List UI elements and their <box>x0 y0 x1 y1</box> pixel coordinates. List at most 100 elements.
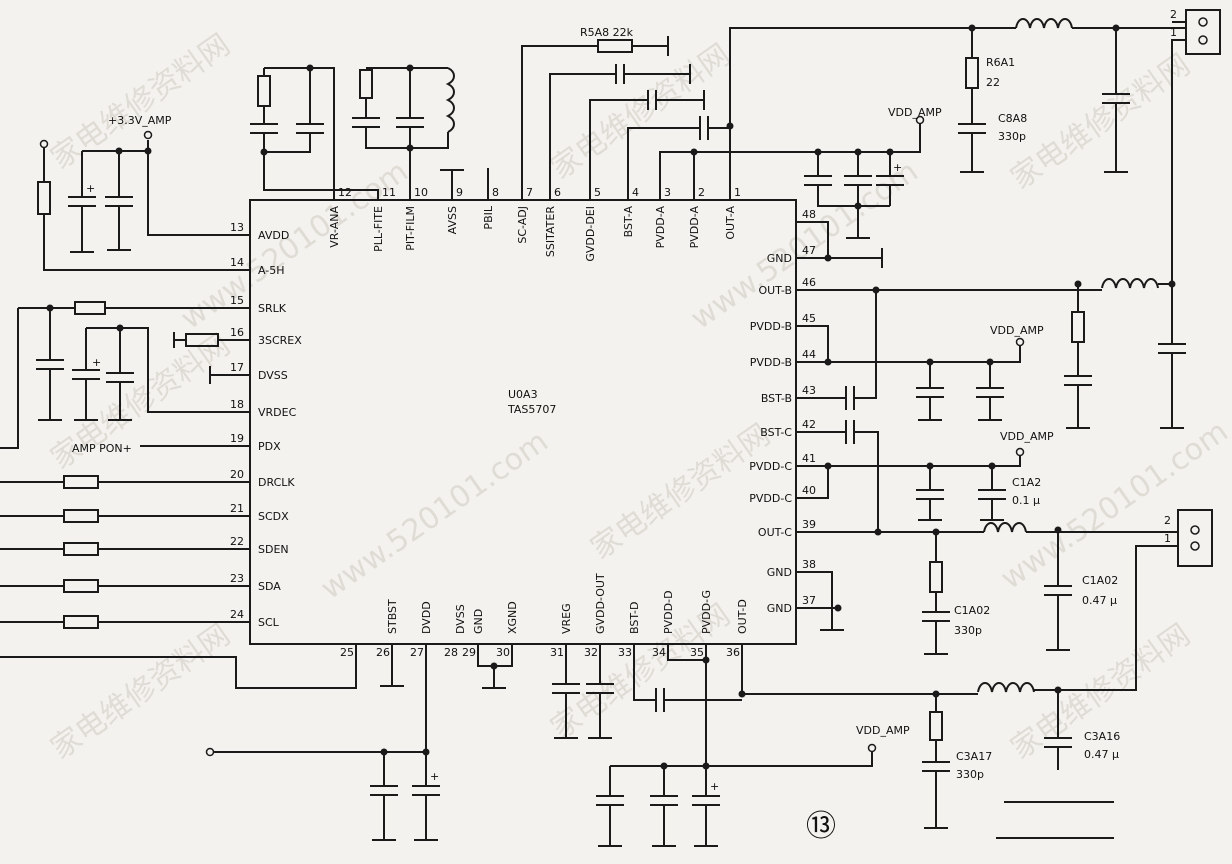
inductor <box>445 67 455 133</box>
pvdd-d-wire <box>610 752 873 767</box>
pin-number: 20 <box>230 468 244 481</box>
wire <box>263 133 379 200</box>
wire <box>796 325 829 362</box>
pin-name: DVDD <box>420 601 433 634</box>
wire <box>0 644 357 689</box>
out-d-wire <box>741 644 978 695</box>
junction-dot <box>260 148 268 156</box>
connector-pin-num: 1 <box>1170 26 1177 39</box>
pin-name: PVDD-B <box>750 320 792 333</box>
label-amp-pon: AMP PON+ <box>72 442 132 455</box>
label-vdd-amp-1: VDD_AMP <box>888 106 942 119</box>
pin-name: SCL <box>258 616 280 629</box>
label-c1a02-val: 330p <box>954 624 982 637</box>
label-c1a2-val: 0.1 μ <box>1012 494 1040 507</box>
pin-number: 14 <box>230 256 244 269</box>
pin-number: 41 <box>802 452 816 465</box>
label-c1a2-ref: C1A2 <box>1012 476 1041 489</box>
label-vdd-amp-4: VDD_AMP <box>856 724 910 737</box>
junction-dot <box>306 64 314 72</box>
pin-number: 19 <box>230 432 244 445</box>
pin-number: 34 <box>652 646 666 659</box>
pin-number: 17 <box>230 361 244 374</box>
terminal <box>205 747 215 757</box>
pin-name: SDA <box>258 580 281 593</box>
inductor <box>1101 278 1159 289</box>
resistor <box>63 615 99 629</box>
pin-name: AVSS <box>446 206 459 234</box>
pin-number: 44 <box>802 348 816 361</box>
vdd-amp-terminal <box>1015 337 1025 347</box>
label-r6a1-ref: R6A1 <box>986 56 1015 69</box>
watermark-cn-6: 家电维修资料网 <box>45 617 237 766</box>
pin-number: 27 <box>410 646 424 659</box>
pin-number: 35 <box>690 646 704 659</box>
wire <box>410 132 449 149</box>
pin-name: PVDD-D <box>662 590 675 634</box>
wire <box>796 466 829 499</box>
wire <box>796 221 829 258</box>
out-a-wire <box>729 27 1016 200</box>
resistor <box>63 579 99 593</box>
pin-name: STBST <box>386 599 399 634</box>
watermark-cn-1: 家电维修资料网 <box>45 27 237 176</box>
pin-name: PVDD-B <box>750 356 792 369</box>
pin-number: 5 <box>594 186 601 199</box>
resistor <box>257 75 271 107</box>
pin-number: 9 <box>456 186 463 199</box>
pin-number: 28 <box>444 646 458 659</box>
connector-pin <box>1198 35 1208 45</box>
label-vdd-amp-2: VDD_AMP <box>990 324 1044 337</box>
pin-name: OUT-B <box>758 284 792 297</box>
junction-dot <box>738 690 746 698</box>
label-c1a02b-ref: C1A02 <box>1082 574 1118 587</box>
connector-pin <box>1198 17 1208 27</box>
pin-number: 6 <box>554 186 561 199</box>
pin-number: 11 <box>382 186 396 199</box>
pin-name: GND <box>767 566 792 579</box>
pin-name: DRCLK <box>258 476 295 489</box>
pin-name: SSITATER <box>544 206 557 257</box>
pin-number: 46 <box>802 276 816 289</box>
pins-top: 12VR-ANA11PLL-FITE10PIT-FILM9AVSS8PBIL7S… <box>328 186 741 262</box>
connector-pin <box>1190 525 1200 535</box>
pin-name: DVSS <box>258 369 288 382</box>
wire <box>667 644 707 661</box>
pin-name: BST-A <box>622 206 635 238</box>
junction-dot <box>874 528 882 536</box>
vdd33-terminal <box>143 130 153 140</box>
pin-number: 21 <box>230 502 244 515</box>
pin-number: 8 <box>492 186 499 199</box>
resistor <box>929 711 943 741</box>
wire <box>365 127 410 149</box>
label-c3a16-ref: C3A16 <box>1084 730 1120 743</box>
pin-name: GND <box>472 609 485 634</box>
pin-name: BST-D <box>628 602 641 634</box>
ic-part: TAS5707 <box>507 403 556 416</box>
pin-name: VR-ANA <box>328 206 341 248</box>
wire <box>796 571 833 608</box>
wire <box>0 308 19 449</box>
pin-name: OUT-C <box>758 526 792 539</box>
polarity-plus: + <box>430 770 439 783</box>
inductor <box>977 682 1035 693</box>
left-supply-network: +3.3V_AMP + <box>0 114 357 689</box>
wire <box>627 127 700 200</box>
watermark-cn-2: 家电维修资料网 <box>545 37 737 186</box>
connector-pin-num: 1 <box>1164 532 1171 545</box>
pin-number: 23 <box>230 572 244 585</box>
pin-name: GVDD-OUT <box>594 573 607 634</box>
junction-dot <box>834 604 842 612</box>
label-r5a8: R5A8 22k <box>580 26 634 39</box>
pin-number: 45 <box>802 312 816 325</box>
pin-name: OUT-A <box>724 206 737 240</box>
resistor <box>1071 311 1085 343</box>
avdd-wire <box>147 140 250 236</box>
pin-number: 10 <box>414 186 428 199</box>
wire <box>1034 545 1178 691</box>
pin-name: SCDX <box>258 510 289 523</box>
pin-name: GND <box>767 602 792 615</box>
junction-dot <box>824 358 832 366</box>
watermark-cn-5: 家电维修资料网 <box>585 417 777 566</box>
